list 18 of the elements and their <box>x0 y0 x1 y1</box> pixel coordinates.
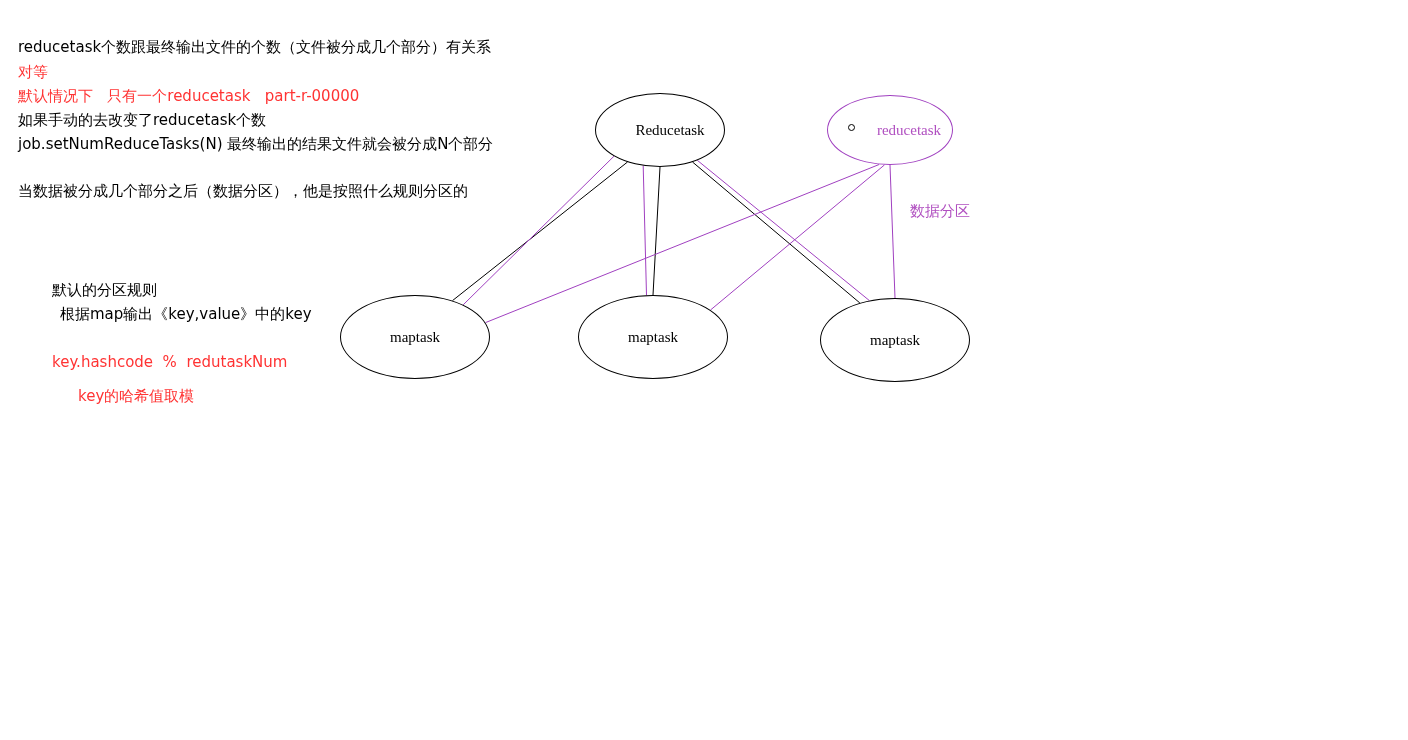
note-text: 如果手动的去改变了reducetask个数 <box>18 111 267 129</box>
note-text: 数据分区 <box>910 202 970 220</box>
note-text: 对等 <box>18 63 48 81</box>
note-text: job.setNumReduceTasks(N) 最终输出的结果文件就会被分成N个部分 <box>18 135 494 153</box>
note-text: key.hashcode % redutaskNum <box>52 353 288 371</box>
connector-line <box>889 164 896 299</box>
connector-line <box>710 164 885 311</box>
note-text: 当数据被分成几个部分之后（数据分区），他是按照什么规则分区的 <box>18 182 468 200</box>
note-text: 默认情况下 只有一个reducetask part-r-00000 <box>18 87 360 105</box>
connector-line <box>652 166 661 296</box>
connector-line <box>452 161 628 302</box>
note-text: reducetask个数跟最终输出文件的个数（文件被分成几个部分）有关系 <box>18 38 492 56</box>
connector-line <box>462 155 615 306</box>
note-text: key的哈希值取模 <box>78 387 195 405</box>
connector-line <box>485 164 880 324</box>
connector-line <box>642 165 647 296</box>
note-text: 根据map输出《key,value》中的key <box>60 305 312 323</box>
note-text: 默认的分区规则 <box>52 281 157 299</box>
